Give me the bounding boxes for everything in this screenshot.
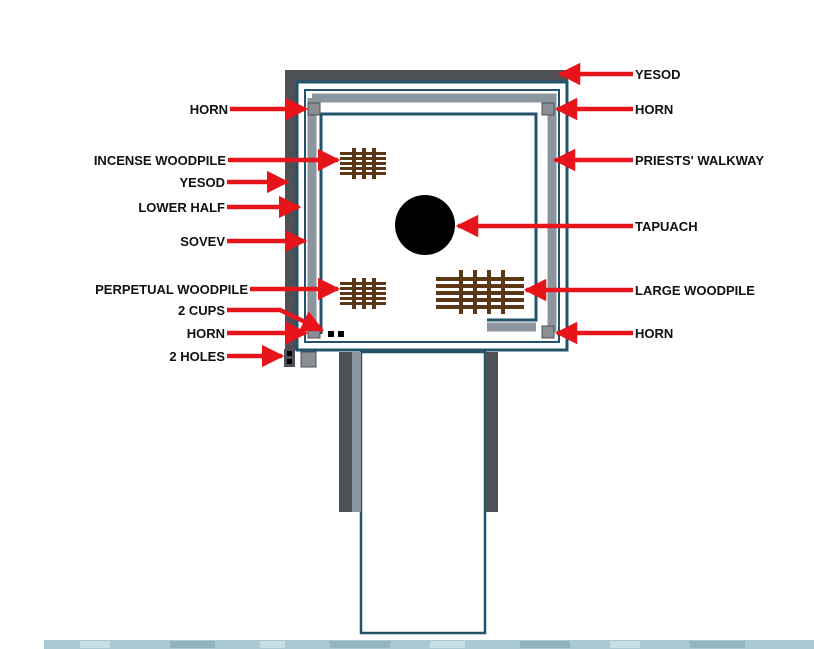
label-tapuach: TAPUACH [635,219,698,234]
perpetual-woodpile-icon [340,278,386,309]
ramp-left-gray-band [352,352,361,512]
large-woodpile-icon [436,270,524,314]
label-horn-bottom-left: HORN [187,326,225,341]
ramp-outline [359,350,487,635]
label-perpetual-woodpile: PERPETUAL WOODPILE [95,282,248,297]
incense-woodpile-icon [340,148,386,179]
ramp-right-dark-band [485,352,498,512]
label-horn-top-left: HORN [190,102,228,117]
altar-top-outline [319,112,538,334]
label-yesod-top: YESOD [635,67,681,82]
drain-square [300,351,317,368]
horn-top-right-icon [541,102,555,116]
yesod-left-band [285,70,297,350]
tapuach-ash-pile [395,195,455,255]
label-incense-woodpile: INCENSE WOODPILE [94,153,227,168]
priests-walkway-top-right [312,93,557,332]
sovev-outline [304,89,560,343]
label-two-cups: 2 CUPS [178,303,225,318]
label-yesod-left: YESOD [179,175,225,190]
cup-icon [328,331,334,337]
label-two-holes: 2 HOLES [169,349,225,364]
label-horn-bottom-right: HORN [635,326,673,341]
yesod-top-band [285,70,568,82]
hole-icon [287,351,292,356]
label-lower-half: LOWER HALF [138,200,225,215]
label-large-woodpile: LARGE WOODPILE [635,283,755,298]
cup-icon [338,331,344,337]
ground-strip-texture [80,641,745,648]
ground-strip [44,640,814,649]
ramp-left-dark-band [339,352,352,512]
label-sovev: SOVEV [180,234,225,249]
label-horn-top-right: HORN [635,102,673,117]
horn-bottom-right-icon [541,325,555,339]
holes-block [284,349,295,367]
horn-top-left-icon [307,102,321,116]
label-priests-walkway: PRIESTS' WALKWAY [635,153,764,168]
hole-icon [287,359,292,364]
